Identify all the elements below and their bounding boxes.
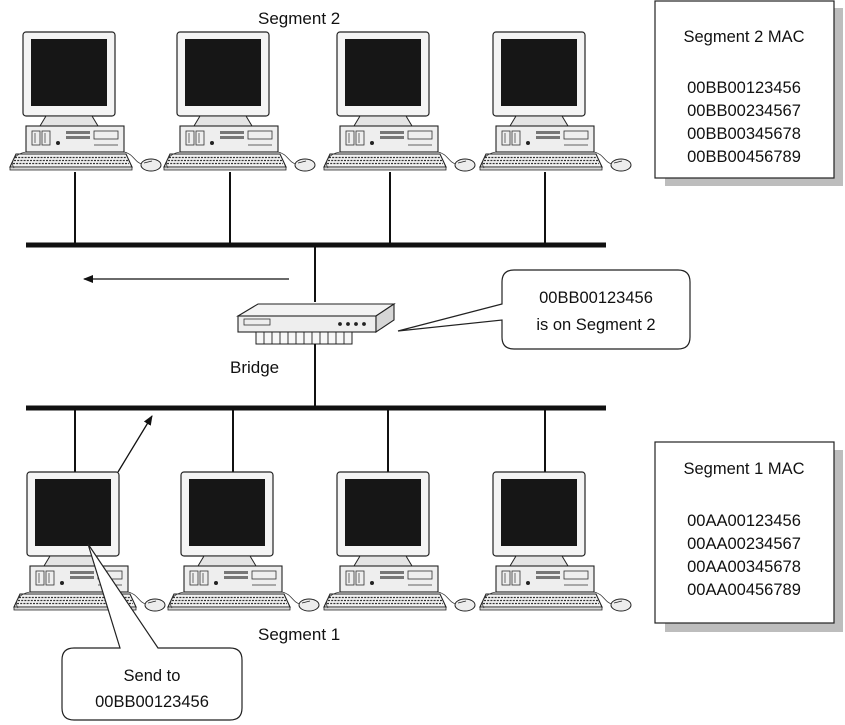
computer-icon	[13, 471, 166, 612]
segment-2-mac-title: Segment 2 MAC	[683, 28, 804, 46]
bridge-callout: 00BB00123456 is on Segment 2	[397, 269, 691, 350]
frame-arrow	[117, 415, 153, 473]
segment-1-mac-title: Segment 1 MAC	[683, 460, 804, 478]
segment-1-mac-table: Segment 1 MAC 00AA00123456 00AA00234567 …	[654, 441, 843, 632]
computer-icon	[479, 31, 632, 172]
segment-2-mac-address: 00BB00123456	[687, 79, 801, 97]
computer-icon	[163, 31, 316, 172]
segment-2-computers	[9, 31, 632, 172]
sender-callout-line-1: Send to	[124, 667, 181, 685]
segment-1-mac-address: 00AA00123456	[687, 512, 801, 530]
computer-icon	[323, 31, 476, 172]
segment-2-mac-table: Segment 2 MAC 00BB00123456 00BB00234567 …	[654, 0, 843, 186]
segment-1-mac-address: 00AA00345678	[687, 558, 801, 576]
bridge-label: Bridge	[230, 358, 279, 377]
computer-icon	[167, 471, 320, 612]
segment-1-mac-address: 00AA00234567	[687, 535, 801, 553]
segment-2-drops	[74, 172, 546, 245]
computer-icon	[479, 471, 632, 612]
segment-1-mac-address: 00AA00456789	[687, 581, 801, 599]
segment-2-mac-address: 00BB00345678	[687, 125, 801, 143]
bridge-callout-line-1: 00BB00123456	[539, 289, 653, 307]
segment-2-mac-address: 00BB00456789	[687, 148, 801, 166]
segment-1-drops	[74, 408, 546, 472]
segment-1-label: Segment 1	[258, 625, 340, 644]
computer-icon	[323, 471, 476, 612]
bridge-callout-line-2: is on Segment 2	[536, 316, 655, 334]
segment-2-mac-address: 00BB00234567	[687, 102, 801, 120]
computer-icon	[9, 31, 162, 172]
bridge-icon	[237, 303, 395, 345]
sender-callout: Send to 00BB00123456	[61, 543, 243, 721]
segment-2-label: Segment 2	[258, 9, 340, 28]
sender-callout-line-2: 00BB00123456	[95, 693, 209, 711]
